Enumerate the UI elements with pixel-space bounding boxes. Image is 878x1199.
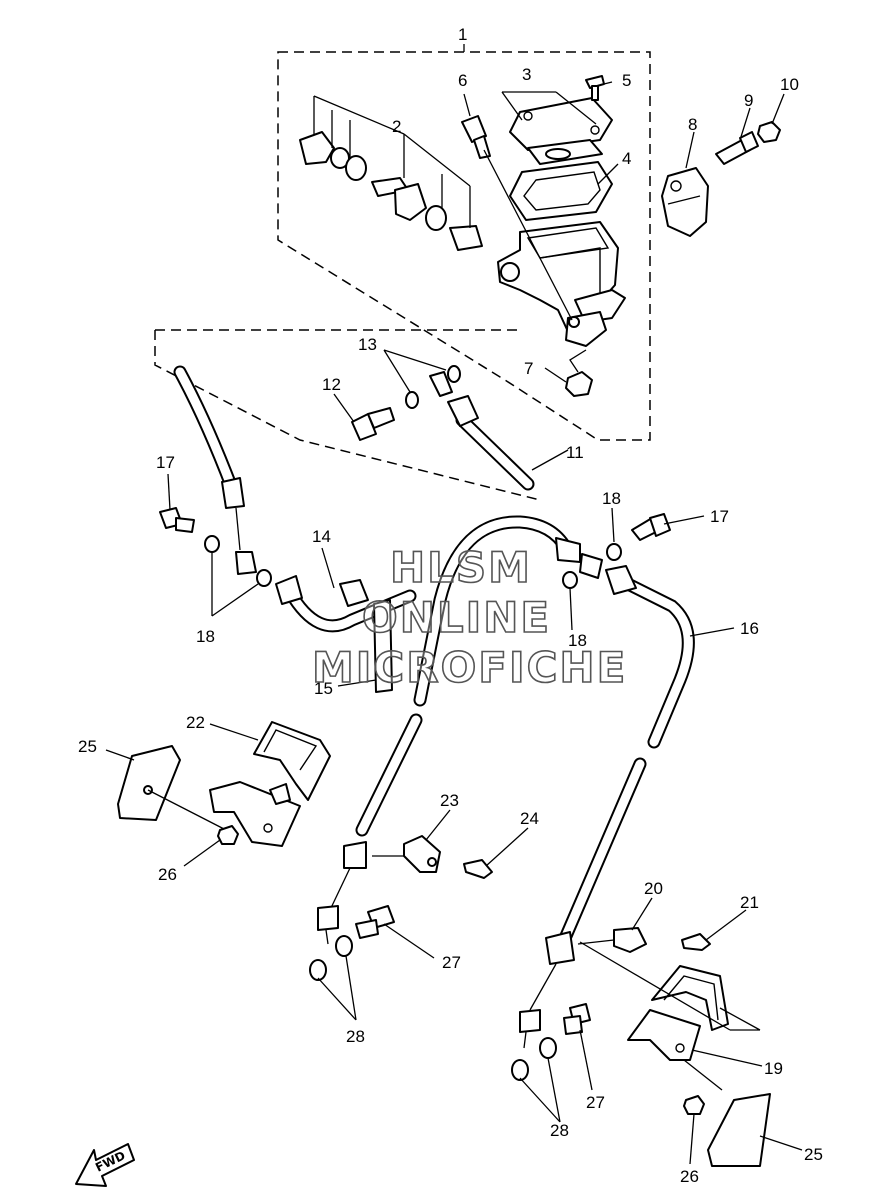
hose-group-box xyxy=(154,329,541,501)
callout-15: 15 xyxy=(314,679,333,698)
callout-6: 6 xyxy=(458,71,467,90)
screw-5-part xyxy=(585,75,605,101)
callout-11: 11 xyxy=(566,443,584,462)
pad-25-left-part xyxy=(117,745,227,831)
watermark-line-2: ONLINE xyxy=(362,593,551,642)
bolt-9-part xyxy=(715,131,759,165)
washer-28a-part xyxy=(309,959,327,981)
callout-27-right: 27 xyxy=(586,1093,605,1112)
callout-7: 7 xyxy=(524,359,533,378)
clamp-20-part xyxy=(577,927,647,953)
washer-18c-part xyxy=(606,543,622,561)
callout-27-left: 27 xyxy=(442,953,461,972)
brake-hose-left xyxy=(173,365,257,575)
brake-hose-lower-left xyxy=(317,713,423,945)
washer-18d-part xyxy=(562,571,578,589)
pad-25-right-link xyxy=(683,1059,723,1091)
washer-28d-part xyxy=(539,1037,557,1059)
callout-26-right: 26 xyxy=(680,1167,699,1186)
nut-7-part xyxy=(565,349,593,397)
watermark: HLSM ONLINE MICROFICHE xyxy=(311,542,627,693)
callout-28-right: 28 xyxy=(550,1121,569,1140)
callout-18-upper-right: 18 xyxy=(602,489,621,508)
bracket-22-part xyxy=(209,721,331,847)
washer-13b-part xyxy=(447,365,461,383)
callout-8: 8 xyxy=(688,115,697,134)
callout-20: 20 xyxy=(644,879,663,898)
nut-26-left-part xyxy=(217,825,239,845)
callout-18-middle: 18 xyxy=(568,631,587,650)
callout-21: 21 xyxy=(740,893,759,912)
washer-28c-part xyxy=(511,1059,529,1081)
nut-10-part xyxy=(757,121,781,143)
assembly-group-box xyxy=(277,51,651,441)
callout-16: 16 xyxy=(740,619,759,638)
bolt-24-part xyxy=(463,859,493,879)
bracket-19-part xyxy=(627,965,729,1061)
callout-10: 10 xyxy=(780,75,799,94)
callout-18-left: 18 xyxy=(196,627,215,646)
watermark-line-3: MICROFICHE xyxy=(312,643,627,692)
callout-2: 2 xyxy=(392,117,401,136)
watermark-line-1: HLSM xyxy=(390,543,532,592)
callout-22: 22 xyxy=(186,713,205,732)
brake-hose-middle xyxy=(413,515,603,707)
bolt-17-left-part xyxy=(159,507,195,533)
bolt-21-part xyxy=(681,933,711,951)
callout-26-left: 26 xyxy=(158,865,177,884)
master-cylinder-body xyxy=(497,221,626,347)
reservoir-cap-parts xyxy=(509,97,613,221)
callout-28-left: 28 xyxy=(346,1027,365,1046)
callout-labels: 1 2 3 4 5 6 7 8 9 10 11 12 13 14 15 16 1… xyxy=(78,25,823,1186)
joint-14-part xyxy=(275,575,417,633)
callout-1: 1 xyxy=(458,25,467,44)
callout-12: 12 xyxy=(322,375,341,394)
washer-13a-part xyxy=(405,391,419,409)
callout-25-right: 25 xyxy=(804,1145,823,1164)
washer-28b-part xyxy=(335,935,353,957)
callout-13: 13 xyxy=(358,335,377,354)
bolt-27-left-part xyxy=(355,905,395,939)
callout-17-right: 17 xyxy=(710,507,729,526)
callout-3: 3 xyxy=(522,65,531,84)
brake-hose-16 xyxy=(605,565,695,749)
callout-4: 4 xyxy=(622,149,631,168)
clamp-23-part xyxy=(372,835,441,873)
callout-17-left: 17 xyxy=(156,453,175,472)
callout-24: 24 xyxy=(520,809,539,828)
bolt-27-right-part xyxy=(563,1003,591,1035)
washer-18b-part xyxy=(256,569,272,587)
callout-19: 19 xyxy=(764,1059,783,1078)
bolt-6-part xyxy=(461,115,573,321)
callout-5: 5 xyxy=(622,71,631,90)
washer-18a-part xyxy=(204,535,220,553)
bolt-17-right-part xyxy=(631,513,671,541)
piston-kit-parts xyxy=(299,131,483,251)
callout-25-left: 25 xyxy=(78,737,97,756)
nut-26-right-part xyxy=(683,1095,705,1115)
holder-8-part xyxy=(661,167,709,237)
callout-23: 23 xyxy=(440,791,459,810)
union-bolt-12-part xyxy=(351,407,395,441)
fwd-arrow-icon: FWD xyxy=(75,1143,135,1187)
callout-14: 14 xyxy=(312,527,331,546)
pad-25-right-part xyxy=(707,1093,771,1167)
bolt-15-part xyxy=(373,599,393,693)
brake-hose-lower-right xyxy=(519,757,647,1049)
callout-9: 9 xyxy=(744,91,753,110)
leader-lines xyxy=(105,44,803,1165)
brake-hose-11 xyxy=(429,371,535,491)
